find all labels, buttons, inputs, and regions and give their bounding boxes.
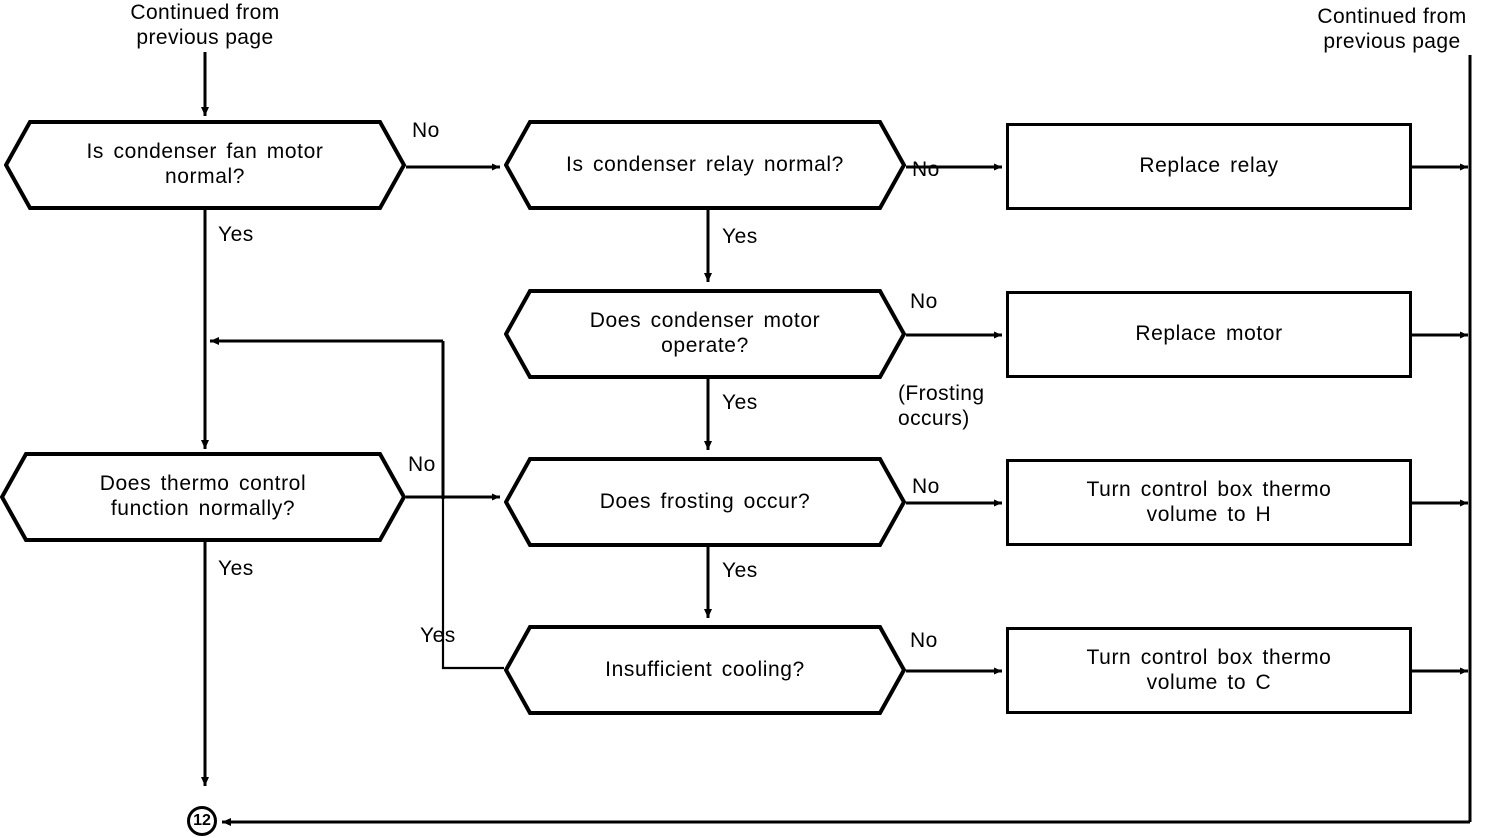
edge-label-branch-yes: Yes [420,624,456,647]
node-is-condenser-relay-normal[interactable]: Is condenser relay normal? [504,120,906,210]
node-label: Turn control box thermo volume to H [1086,477,1332,526]
node-replace-motor[interactable]: Replace motor [1006,291,1412,378]
edge-label-relay-yes: Yes [722,225,758,248]
edge-label-motor-no: No [910,290,938,313]
node-is-condenser-fan-motor-normal[interactable]: Is condenser fan motor normal? [4,120,406,210]
edge-label-thermo-no: No [408,453,436,476]
page-connector-12[interactable]: 12 [187,806,217,836]
edge-label-thermo-yes: Yes [218,557,254,580]
caption-continued-top-left: Continued from previous page [130,1,280,50]
hexagon-outline [504,120,906,210]
edge-label-fan-yes: Yes [218,223,254,246]
hexagon-outline [504,625,906,715]
node-label: Insufficient cooling? [605,657,805,681]
node-label: Turn control box thermo volume to C [1086,645,1332,694]
node-does-frosting-occur[interactable]: Does frosting occur? [504,457,906,547]
node-does-condenser-motor-operate[interactable]: Does condenser motor operate? [504,289,906,379]
hexagon-outline [0,452,406,542]
node-label: Does thermo control function normally? [99,472,307,520]
node-insufficient-cooling[interactable]: Insufficient cooling? [504,625,906,715]
node-label: Does frosting occur? [599,489,811,513]
caption-continued-top-right: Continued from previous page [1317,5,1467,54]
node-turn-thermo-volume-c[interactable]: Turn control box thermo volume to C [1006,627,1412,714]
edge-label-motor-yes: Yes [722,391,758,414]
annotation-frosting-occurs: (Frosting occurs) [898,382,985,431]
hexagon-outline [4,120,406,210]
edge-label-insufficient-no: No [910,629,938,652]
node-replace-relay[interactable]: Replace relay [1006,123,1412,210]
edge-label-relay-no: No [912,158,940,181]
edge-label-frosting-yes: Yes [722,559,758,582]
node-label: Replace motor [1135,322,1283,346]
hexagon-outline [504,289,906,379]
node-label: Does condenser motor operate? [589,309,821,357]
node-label: Is condenser relay normal? [566,152,844,176]
node-does-thermo-control-function-normally[interactable]: Does thermo control function normally? [0,452,406,542]
node-label: Replace relay [1139,154,1279,178]
node-label: Is condenser fan motor normal? [86,140,324,188]
page-connector-label: 12 [193,812,211,829]
edge-label-frosting-no: No [912,475,940,498]
node-turn-thermo-volume-h[interactable]: Turn control box thermo volume to H [1006,459,1412,546]
edge-label-fan-no: No [412,119,440,142]
hexagon-outline [504,457,906,547]
